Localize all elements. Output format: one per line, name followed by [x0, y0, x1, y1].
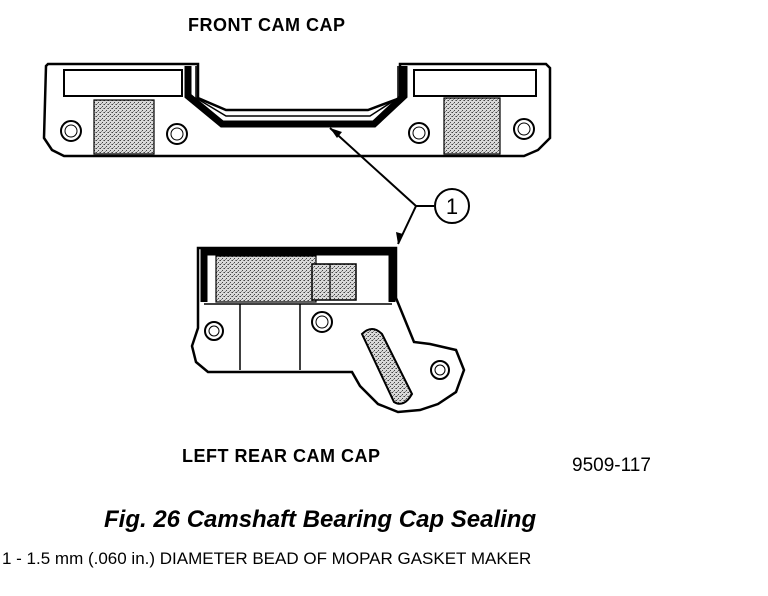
rear-cap-sealing-surface [215, 255, 317, 303]
front-cap-left-sealing-surface [93, 99, 155, 155]
callout-1: 1 [434, 188, 470, 224]
front-cap-sealer-bead-inner-edge [195, 66, 399, 117]
front-cap-sealer-bead [184, 66, 408, 128]
front-cap-right-sealing-surface [443, 97, 501, 155]
callout-leader [329, 127, 434, 245]
front-cap-left-tab [63, 69, 183, 97]
figure-number: 9509-117 [572, 455, 651, 476]
legend-item-1: 1 - 1.5 mm (.060 in.) DIAMETER BEAD OF M… [2, 549, 532, 568]
callout-circle [434, 188, 470, 224]
front-cap-right-tab [413, 69, 537, 97]
front-cam-cap-label: FRONT CAM CAP [188, 15, 346, 35]
rear-cap-sealer-bead [200, 248, 396, 302]
front-cap-bolt-holes [60, 118, 535, 145]
rear-cap-bolt-holes [204, 311, 450, 380]
figure-caption: Fig. 26 Camshaft Bearing Cap Sealing [104, 506, 537, 533]
rear-cap-raised-block [311, 263, 357, 301]
left-rear-cam-cap [190, 246, 466, 414]
rear-cap-oil-slot [360, 328, 414, 405]
front-cam-cap [42, 62, 552, 158]
callout-number: 1 [446, 194, 458, 219]
left-rear-cam-cap-label: LEFT REAR CAM CAP [182, 446, 381, 466]
